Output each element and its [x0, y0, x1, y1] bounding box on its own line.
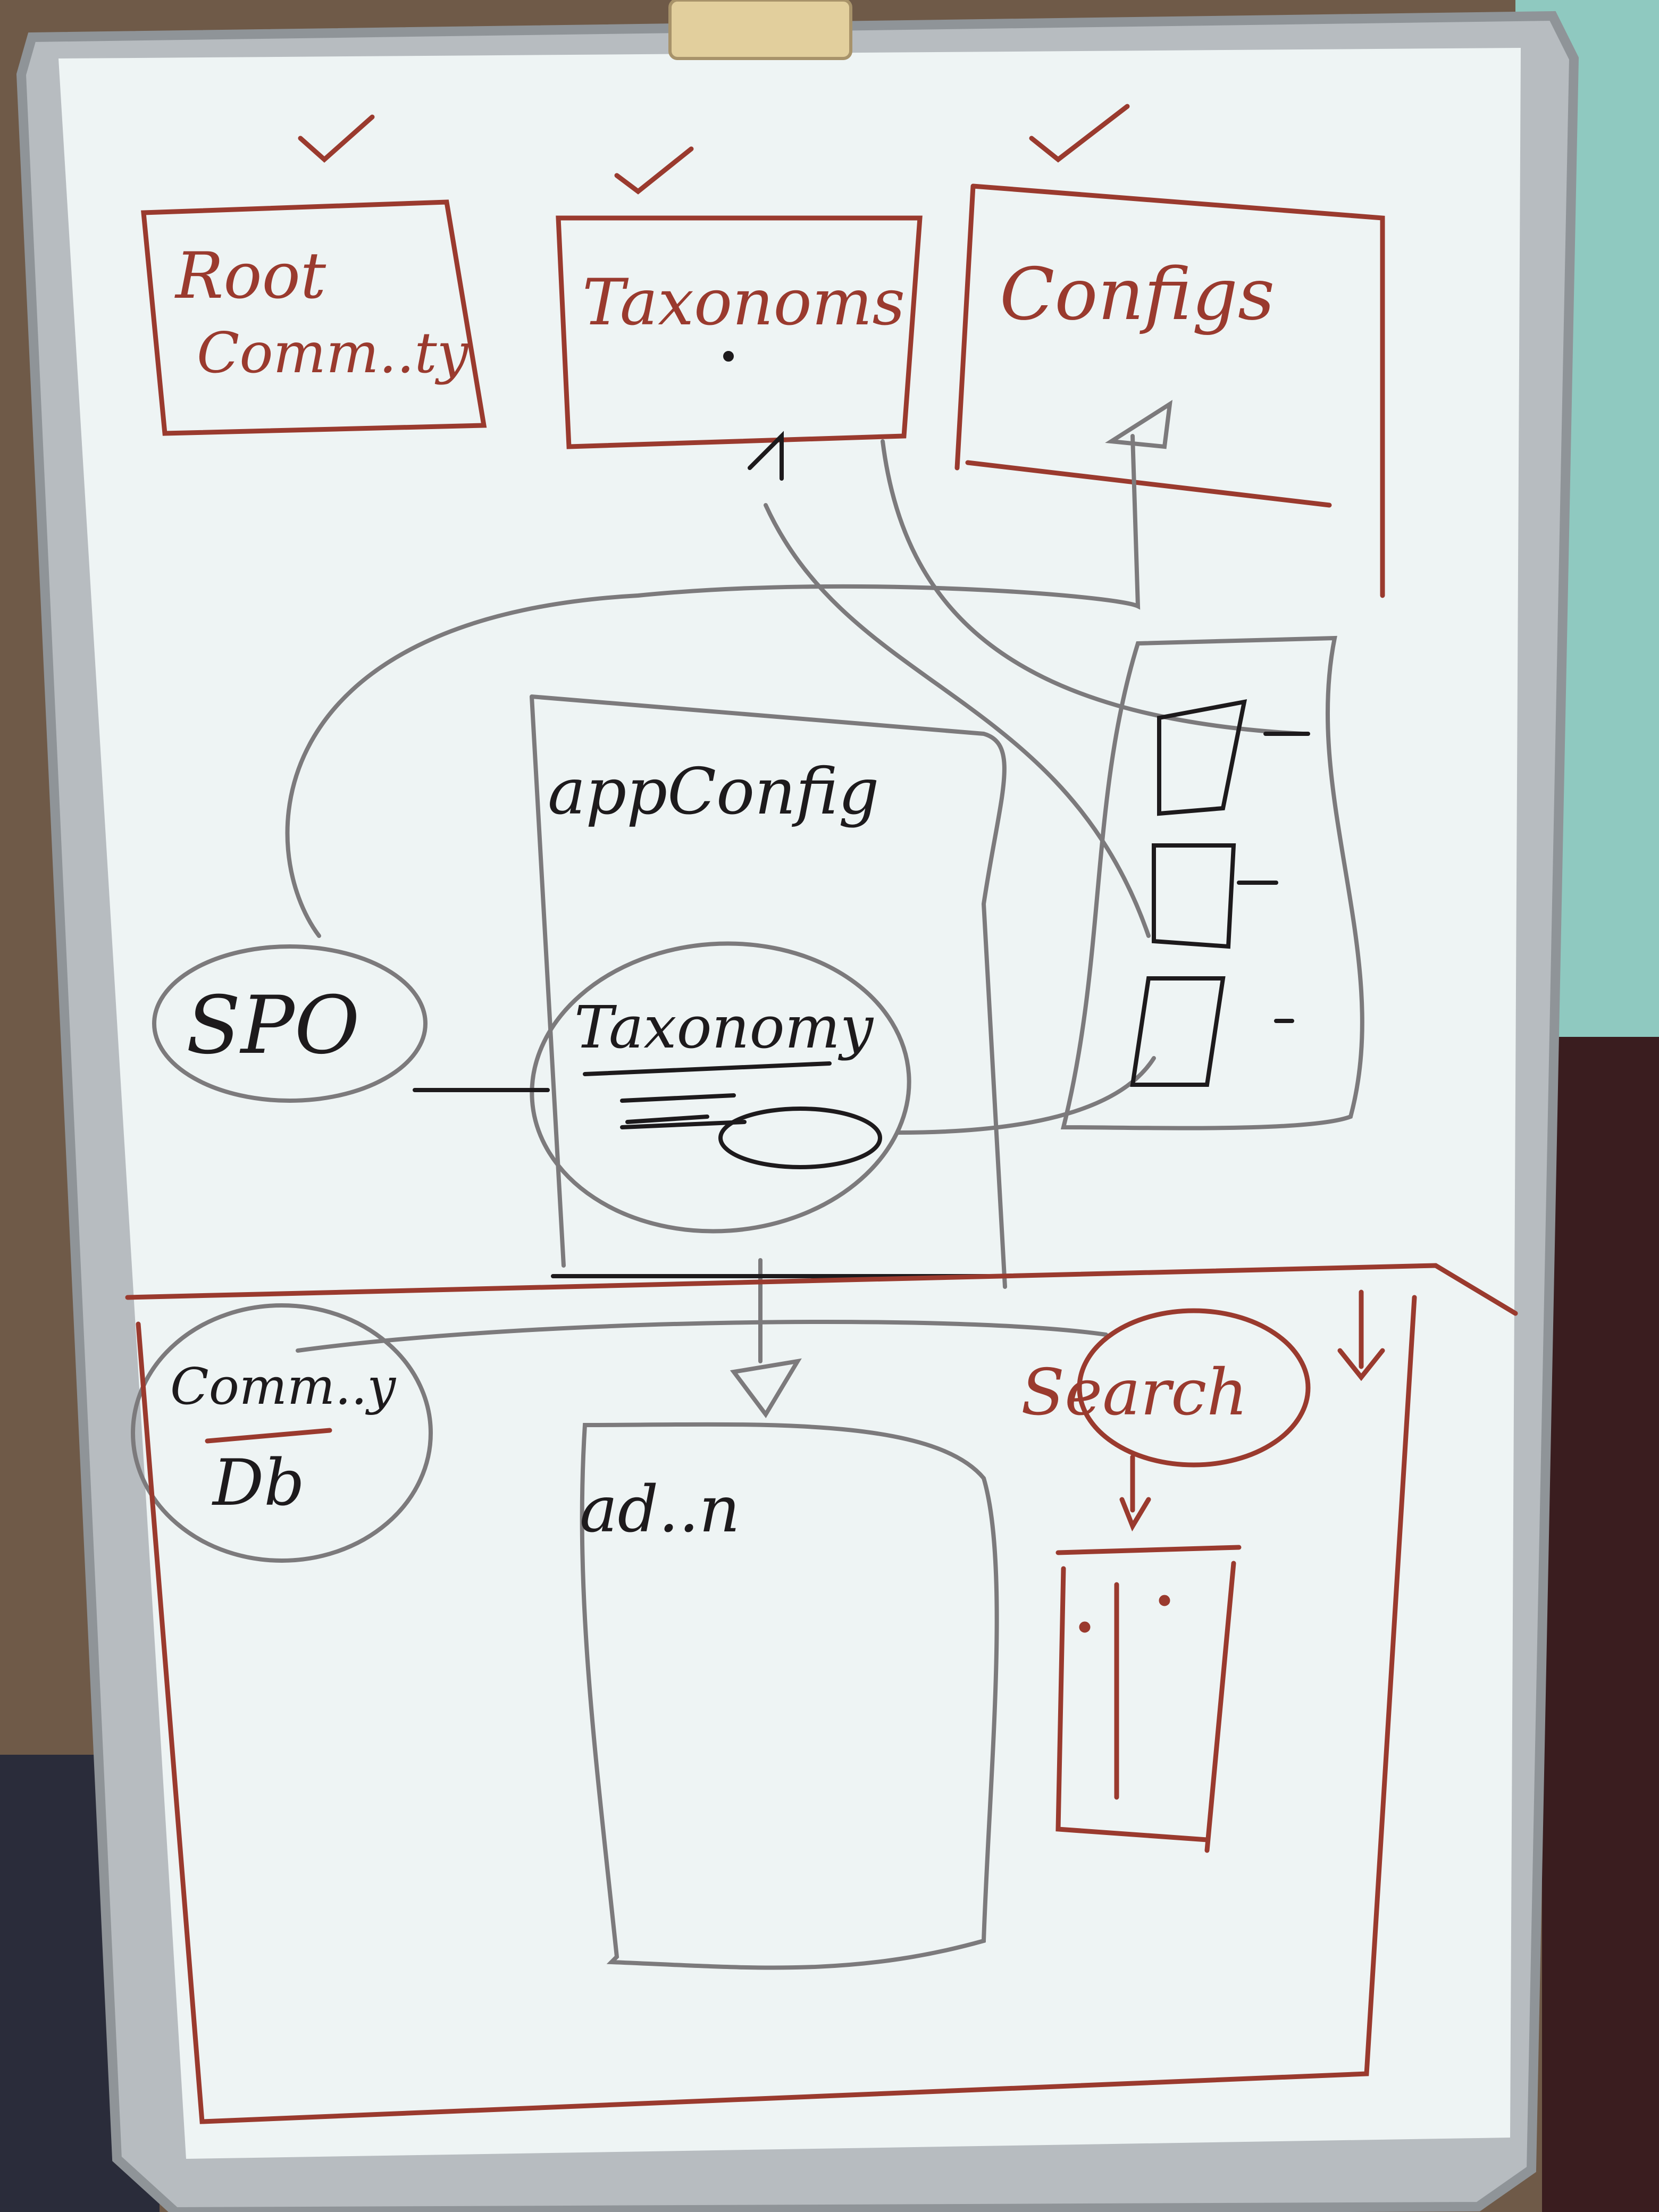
taxonomy-underlines: [583, 1061, 832, 1124]
board-surface: [58, 48, 1521, 2159]
community-db-line1: Comm..y: [170, 1358, 396, 1416]
community-db-strikethrough: [205, 1428, 332, 1444]
list-item-box: [1152, 843, 1236, 949]
spo-ellipse: [152, 944, 428, 1103]
app-config-label: appConfig: [548, 755, 879, 829]
value-ellipse: [718, 1107, 882, 1169]
taxonomy-item-line: [620, 1120, 747, 1129]
app-config-box: [530, 694, 1007, 1289]
configs-box: [954, 183, 1385, 598]
dark-chair: [1542, 1037, 1659, 2212]
corner-arrow-icon: [1337, 1289, 1385, 1381]
search-index-doc: [1055, 1545, 1242, 1853]
outer-red-frame: [125, 1263, 1518, 2124]
community-db-ellipse: [131, 1303, 433, 1563]
root-community-box: [141, 199, 487, 436]
community-db-to-search-line: [296, 1320, 1108, 1353]
list-item-ticks: [1237, 732, 1310, 1023]
adm-document: [580, 1422, 999, 1970]
pointer-icon: [748, 431, 784, 481]
taxonomies-to-list-line-2: [881, 439, 1305, 736]
dot-mark: [1079, 1621, 1091, 1633]
check-mark-icon: [1029, 104, 1130, 163]
dot-mark: [723, 351, 734, 362]
spo-to-configs-line: [285, 434, 1141, 938]
list-item-box: [1157, 699, 1247, 816]
configs-label: Configs: [1000, 253, 1275, 336]
check-mark-icon: [298, 114, 375, 163]
search-ellipse: [1077, 1308, 1311, 1468]
configs-arrowhead: [1105, 400, 1173, 449]
taxonomy-ellipse: [530, 941, 911, 1234]
taxonomies-label: Taxonoms: [582, 266, 905, 340]
search-label: Search: [1021, 1356, 1248, 1430]
list-container: [1060, 635, 1364, 1130]
check-mark-icon: [614, 146, 694, 195]
board-clip: [668, 0, 852, 60]
adm-label: ad..n: [580, 1473, 740, 1547]
root-label: Root: [174, 239, 326, 313]
community-label: Comm..ty: [197, 321, 470, 386]
community-db-line2: Db: [212, 1446, 305, 1520]
taxonomies-box: [556, 215, 923, 449]
dot-mark: [1159, 1595, 1170, 1606]
spo-label: SPO: [186, 979, 360, 1072]
search-down-arrow-icon: [1119, 1454, 1151, 1532]
list-item-box: [1130, 976, 1226, 1087]
taxonomy-label: Taxonomy: [574, 993, 874, 1061]
